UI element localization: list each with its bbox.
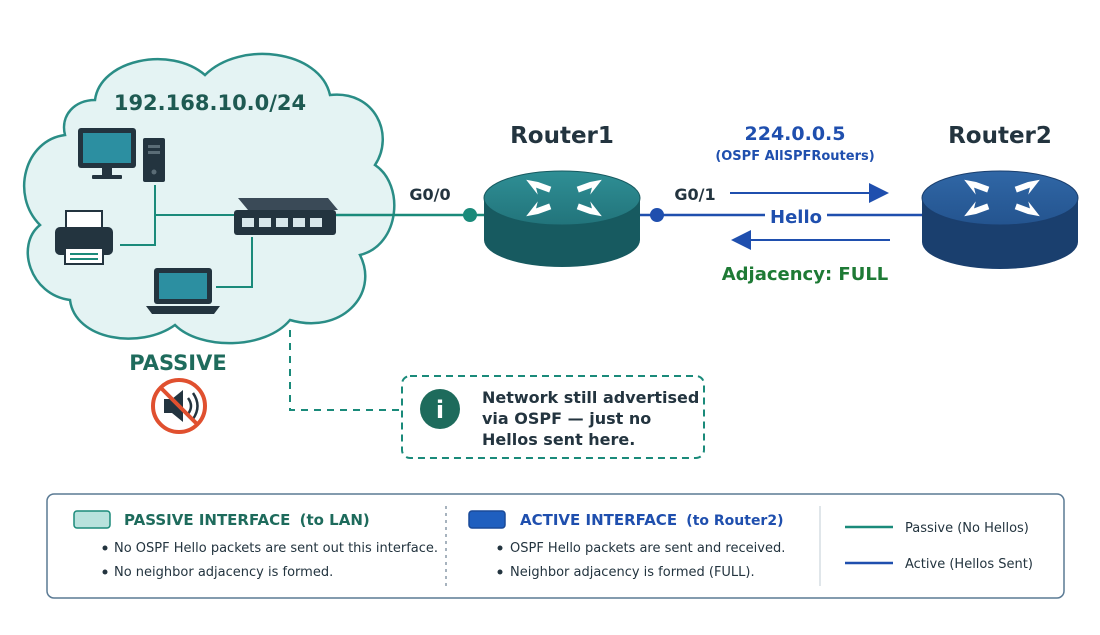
active-bullet-1: OSPF Hello packets are sent and received… xyxy=(510,541,785,556)
passive-legend-title-main: PASSIVE INTERFACE xyxy=(124,511,290,529)
note-line-3: Hellos sent here. xyxy=(482,430,635,449)
router1-icon xyxy=(483,170,641,267)
bullet xyxy=(102,569,108,575)
router1-name: Router1 xyxy=(510,123,614,149)
passive-label: PASSIVE xyxy=(129,351,226,375)
passive-bullet-1: No OSPF Hello packets are sent out this … xyxy=(114,541,438,556)
passive-legend-title: PASSIVE INTERFACE (to LAN) xyxy=(124,511,370,529)
svg-text:i: i xyxy=(436,396,444,424)
passive-line-label: Passive (No Hellos) xyxy=(905,521,1029,536)
multicast-address: 224.0.0.5 xyxy=(745,123,846,145)
router2-icon xyxy=(921,170,1079,269)
active-legend-title: ACTIVE INTERFACE (to Router2) xyxy=(520,511,783,529)
hello-label-bg xyxy=(765,205,827,229)
interface-g0-1-label: G0/1 xyxy=(674,185,715,204)
note-line-2: via OSPF — just no xyxy=(482,409,651,428)
printer-icon xyxy=(55,210,113,265)
interface-g0-0-label: G0/0 xyxy=(409,185,450,204)
active-bullet-2: Neighbor adjacency is formed (FULL). xyxy=(510,565,755,580)
bullet xyxy=(497,569,503,575)
note-connector xyxy=(289,330,402,411)
lan-cables xyxy=(120,185,253,288)
router2-name: Router2 xyxy=(948,123,1052,149)
active-swatch xyxy=(468,510,506,529)
passive-bullet-2: No neighbor adjacency is formed. xyxy=(114,565,333,580)
bullet xyxy=(102,545,108,551)
g0-0-port-dot xyxy=(463,208,477,222)
router1-arrows-icon xyxy=(526,179,602,217)
active-legend-title-suffix: (to Router2) xyxy=(686,513,783,529)
g0-1-port-dot xyxy=(650,208,664,222)
note-line-1: Network still advertised xyxy=(482,388,699,407)
passive-legend-title-suffix: (to LAN) xyxy=(300,511,370,529)
laptop-icon xyxy=(146,268,220,314)
bullet xyxy=(497,545,503,551)
active-legend-title-main: ACTIVE INTERFACE xyxy=(520,511,677,529)
adjacency-label: Adjacency: FULL xyxy=(722,264,889,285)
desktop-computer-icon xyxy=(78,128,165,182)
multicast-description: (OSPF AllSPFRouters) xyxy=(715,149,874,164)
subnet-label: 192.168.10.0/24 xyxy=(114,91,306,115)
passive-swatch xyxy=(73,510,111,529)
router2-arrows-icon xyxy=(964,179,1040,217)
lan-cloud xyxy=(23,52,396,345)
legend-panel xyxy=(46,493,1065,599)
note-box: i xyxy=(401,375,705,459)
hello-label: Hello xyxy=(770,207,822,228)
switch-icon xyxy=(234,198,338,235)
info-icon xyxy=(420,389,460,429)
active-line-label: Active (Hellos Sent) xyxy=(905,557,1033,572)
no-hello-muted-speaker-icon xyxy=(151,378,207,434)
